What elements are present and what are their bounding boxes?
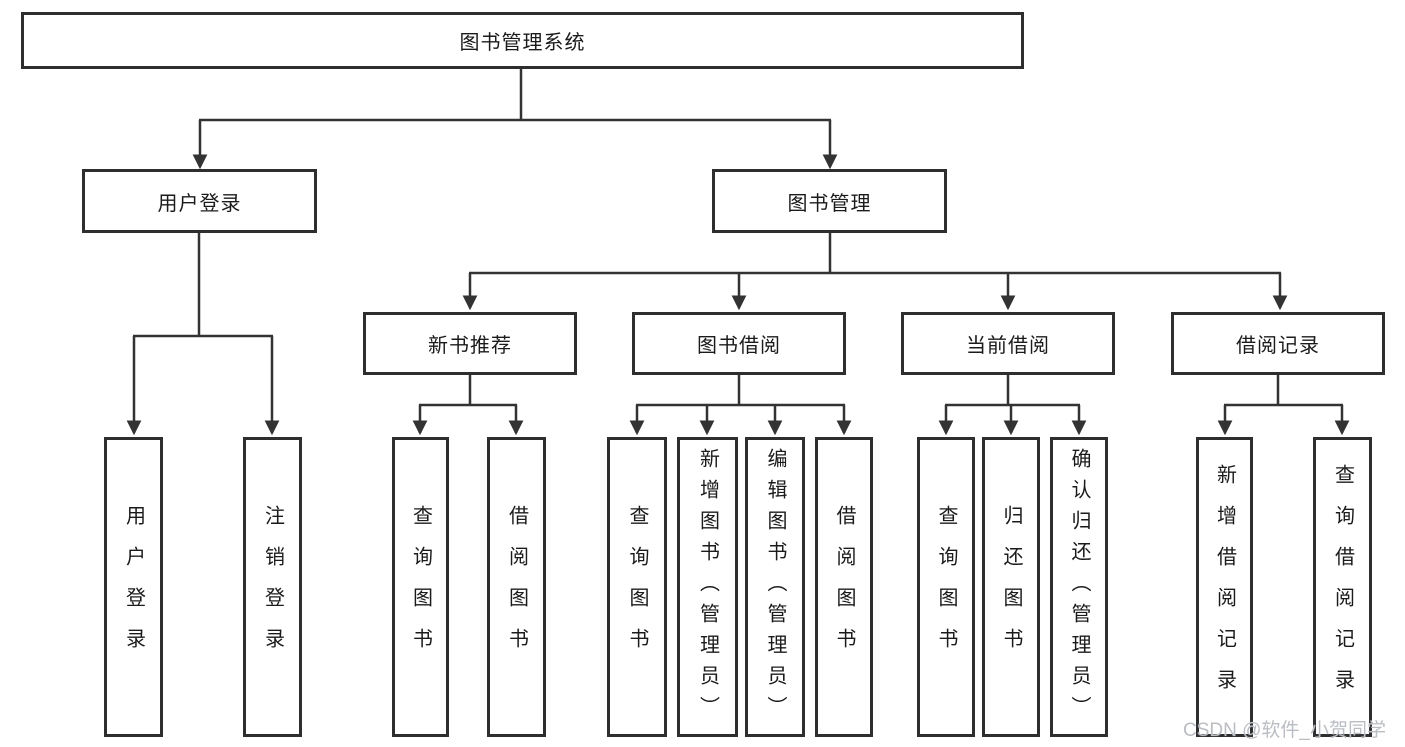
connector-user-login-trunk bbox=[133, 233, 273, 338]
leaf-user-login-label: 用户登录 bbox=[122, 505, 145, 669]
leaf-confirm-return-admin: 确认归还（管理员） bbox=[1050, 437, 1108, 737]
connector-borrowing-records-trunk bbox=[1224, 375, 1343, 407]
leaf-query-books-borrowing: 查询图书 bbox=[607, 437, 667, 737]
leaf-edit-books-admin-label: 编辑图书（管理员） bbox=[764, 447, 786, 727]
connector-current-borrowing-trunk bbox=[945, 375, 1080, 407]
leaf-add-borrow-record-label: 新增借阅记录 bbox=[1213, 464, 1236, 710]
node-new-book-recommend: 新书推荐 bbox=[363, 312, 577, 375]
node-user-login: 用户登录 bbox=[82, 169, 317, 233]
node-current-borrowing: 当前借阅 bbox=[901, 312, 1115, 375]
node-borrowing-records-label: 借阅记录 bbox=[1236, 335, 1320, 357]
leaf-query-books-current: 查询图书 bbox=[917, 437, 975, 737]
leaf-logout-login: 注销登录 bbox=[243, 437, 302, 737]
node-book-management-label: 图书管理 bbox=[787, 192, 872, 215]
leaf-query-books-recommend: 查询图书 bbox=[392, 437, 449, 737]
connector-book-management-trunk bbox=[469, 233, 1281, 275]
leaf-borrow-books-label: 借阅图书 bbox=[833, 505, 855, 669]
leaf-return-books-label: 归还图书 bbox=[1000, 505, 1022, 669]
node-user-login-label: 用户登录 bbox=[157, 192, 242, 215]
node-book-borrowing: 图书借阅 bbox=[632, 312, 846, 375]
leaf-borrow-books-recommend: 借阅图书 bbox=[487, 437, 546, 737]
leaf-borrow-books-recommend-label: 借阅图书 bbox=[505, 505, 528, 669]
leaf-query-books-recommend-label: 查询图书 bbox=[409, 505, 432, 669]
leaf-query-borrow-record-label: 查询借阅记录 bbox=[1331, 464, 1354, 710]
node-book-management: 图书管理 bbox=[712, 169, 947, 233]
leaf-add-borrow-record: 新增借阅记录 bbox=[1196, 437, 1253, 737]
node-library-system-label: 图书管理系统 bbox=[459, 32, 586, 54]
node-borrowing-records: 借阅记录 bbox=[1171, 312, 1385, 375]
leaf-confirm-return-admin-label: 确认归还（管理员） bbox=[1068, 447, 1090, 727]
leaf-add-books-admin: 新增图书（管理员） bbox=[677, 437, 738, 737]
leaf-return-books: 归还图书 bbox=[982, 437, 1040, 737]
node-new-book-recommend-label: 新书推荐 bbox=[428, 335, 512, 357]
leaf-user-login: 用户登录 bbox=[104, 437, 163, 737]
leaf-add-books-admin-label: 新增图书（管理员） bbox=[696, 447, 719, 727]
connector-root-trunk bbox=[199, 69, 831, 122]
leaf-logout-login-label: 注销登录 bbox=[261, 505, 284, 669]
node-current-borrowing-label: 当前借阅 bbox=[966, 335, 1050, 357]
leaf-query-books-current-label: 查询图书 bbox=[935, 505, 957, 669]
connector-new-book-recommend-trunk bbox=[419, 375, 517, 407]
leaf-edit-books-admin: 编辑图书（管理员） bbox=[745, 437, 805, 737]
leaf-query-books-borrowing-label: 查询图书 bbox=[626, 505, 648, 669]
connector-book-borrowing-trunk bbox=[636, 375, 845, 407]
leaf-query-borrow-record: 查询借阅记录 bbox=[1313, 437, 1372, 737]
csdn-watermark: CSDN @软件_小贺同学 bbox=[1183, 720, 1386, 741]
node-book-borrowing-label: 图书借阅 bbox=[697, 335, 781, 357]
node-library-system: 图书管理系统 bbox=[21, 12, 1024, 69]
leaf-borrow-books: 借阅图书 bbox=[815, 437, 873, 737]
